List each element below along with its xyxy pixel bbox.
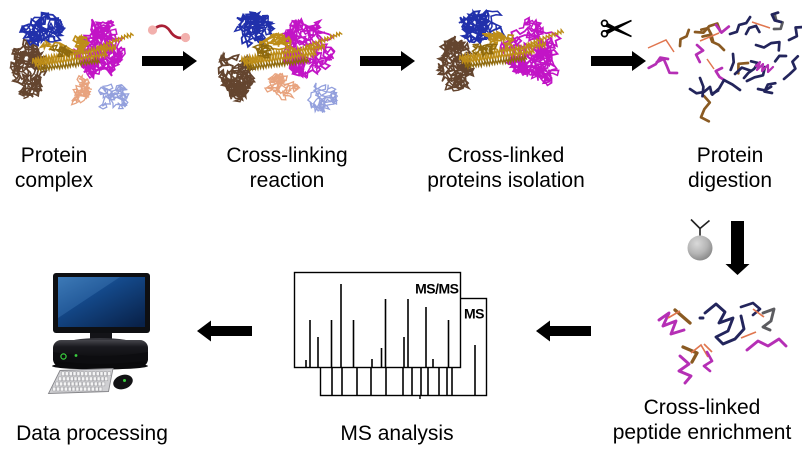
svg-text:MS: MS xyxy=(464,306,484,322)
svg-text:MS/MS: MS/MS xyxy=(415,281,459,297)
